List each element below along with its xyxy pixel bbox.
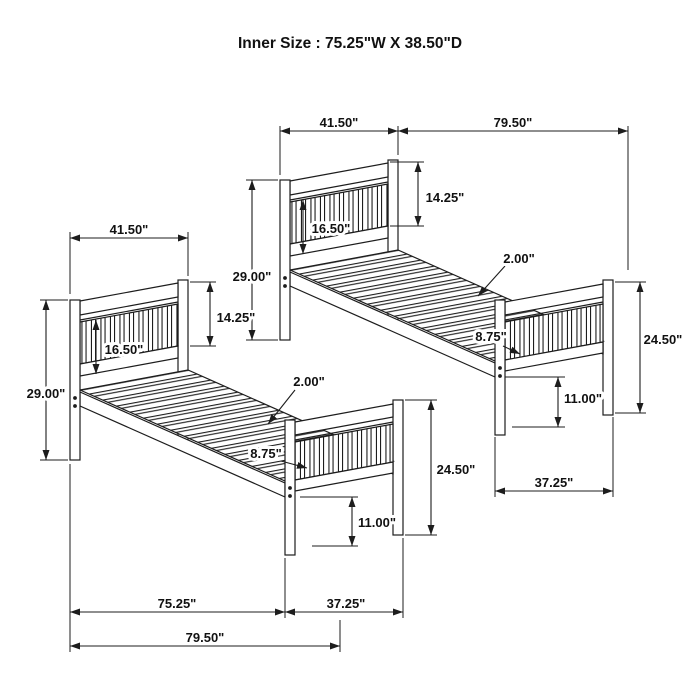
dim-label-top-slat-thickness: 2.00" [503, 251, 534, 266]
dim-label-top-footboard-width: 37.25" [535, 475, 574, 490]
dim-label-top-headboard-top-section: 14.25" [426, 190, 465, 205]
dim-label-top-headboard-width: 41.50" [320, 115, 359, 130]
dim-label-bottom-inner-length: 75.25" [158, 596, 197, 611]
dim-label-bottom-total-length: 79.50" [186, 630, 225, 645]
dim-label-bottom-headboard-top-section: 14.25" [217, 310, 256, 325]
dim-bottom-headboard-height: 29.00" [24, 299, 68, 461]
dim-bottom-total-length: 79.50" [70, 620, 341, 652]
dim-bottom-slat-thickness: 2.00" [267, 371, 328, 425]
dim-top-footboard-panel: 8.75" [472, 326, 521, 355]
dim-bottom-headboard-top-section: 14.25" [190, 281, 258, 347]
dim-bottom-footboard-height: 24.50" [405, 399, 478, 536]
dim-bottom-footboard-width: 37.25" [285, 538, 404, 618]
dim-bottom-under-clearance: 11.00" [300, 496, 399, 547]
dim-label-top-headboard-panel: 16.50" [312, 221, 351, 236]
dim-top-footboard-width: 37.25" [494, 417, 614, 497]
dim-top-under-clearance: 11.00" [505, 376, 605, 428]
dim-label-bottom-headboard-height: 29.00" [27, 386, 66, 401]
dim-label-top-under-clearance: 11.00" [564, 391, 602, 406]
dim-bottom-headboard-panel: 16.50" [92, 320, 146, 374]
dim-label-bottom-headboard-panel: 16.50" [105, 342, 144, 357]
dim-top-headboard-width: 41.50" [279, 112, 399, 175]
dim-label-bottom-headboard-width: 41.50" [110, 222, 149, 237]
dim-label-bottom-footboard-panel: 8.75" [250, 446, 281, 461]
dim-top-footboard-height: 24.50" [615, 281, 685, 414]
dim-top-slat-thickness: 2.00" [477, 248, 538, 297]
dim-bottom-headboard-width: 41.50" [69, 219, 189, 294]
dim-label-top-footboard-panel: 8.75" [475, 329, 506, 344]
dim-label-top-total-length: 79.50" [494, 115, 533, 130]
dim-bottom-footboard-panel: 8.75" [247, 443, 308, 469]
dim-top-headboard-panel: 16.50" [299, 200, 353, 254]
page-title: Inner Size : 75.25"W X 38.50"D [238, 35, 462, 52]
dim-label-top-footboard-height: 24.50" [644, 332, 683, 347]
dim-top-headboard-height: 29.00" [230, 179, 278, 341]
dim-label-top-headboard-height: 29.00" [233, 269, 272, 284]
dim-bottom-inner-length: 75.25" [69, 464, 286, 652]
dim-label-bottom-slat-thickness: 2.00" [293, 374, 324, 389]
dim-top-headboard-top-section: 14.25" [390, 161, 467, 227]
dim-label-bottom-footboard-height: 24.50" [437, 462, 476, 477]
dimension-annotations: 41.50" 79.50" 14.25" 16.50" 29.00" 2.00" [24, 112, 685, 652]
dim-label-bottom-footboard-width: 37.25" [327, 596, 366, 611]
dim-label-bottom-under-clearance: 11.00" [358, 515, 396, 530]
dim-top-total-length: 79.50" [398, 112, 629, 270]
